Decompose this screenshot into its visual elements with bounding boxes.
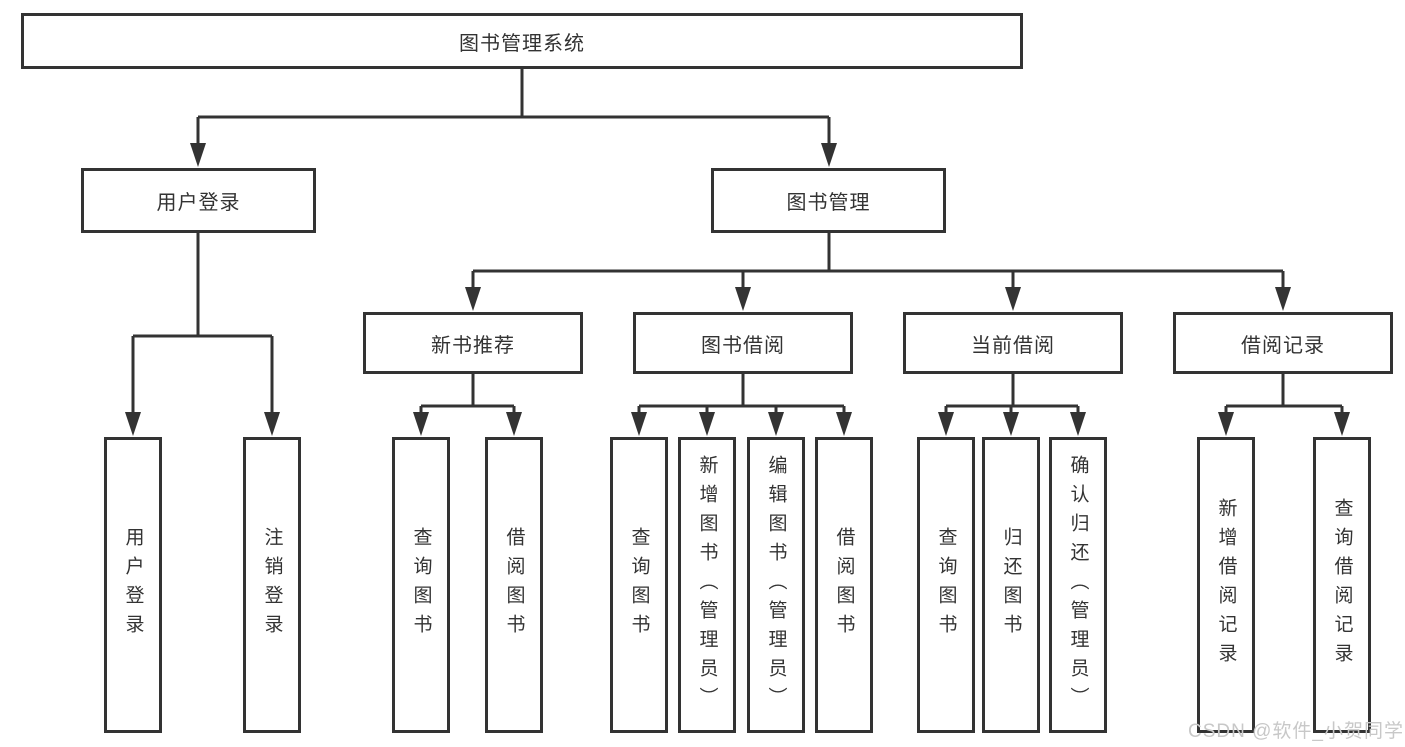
leaf-recommend-borrow-books: 借阅图书 bbox=[485, 437, 543, 733]
leaf-current-query-books: 查询图书 bbox=[917, 437, 975, 733]
node-user-login: 用户登录 bbox=[81, 168, 316, 233]
leaf-return-books: 归还图书 bbox=[982, 437, 1040, 733]
leaf-label: 注销登录 bbox=[261, 527, 283, 643]
leaf-edit-books-admin: 编辑图书（管理员） bbox=[747, 437, 805, 733]
leaf-label: 用户登录 bbox=[122, 527, 144, 643]
leaf-label: 归还图书 bbox=[1000, 527, 1022, 643]
leaf-label: 查询借阅记录 bbox=[1331, 498, 1353, 672]
leaf-confirm-return-admin: 确认归还（管理员） bbox=[1049, 437, 1107, 733]
leaf-label: 查询图书 bbox=[935, 527, 957, 643]
leaf-label: 查询图书 bbox=[628, 527, 650, 643]
leaf-label: 新增借阅记录 bbox=[1215, 498, 1237, 672]
leaf-borrowing-borrow-books: 借阅图书 bbox=[815, 437, 873, 733]
leaf-query-borrow-record: 查询借阅记录 bbox=[1313, 437, 1371, 733]
leaf-borrowing-query-books: 查询图书 bbox=[610, 437, 668, 733]
node-current-borrowing: 当前借阅 bbox=[903, 312, 1123, 374]
node-book-borrowing: 图书借阅 bbox=[633, 312, 853, 374]
leaf-add-books-admin: 新增图书（管理员） bbox=[678, 437, 736, 733]
leaf-logout: 注销登录 bbox=[243, 437, 301, 733]
leaf-label: 新增图书（管理员） bbox=[696, 454, 718, 716]
node-borrow-records: 借阅记录 bbox=[1173, 312, 1393, 374]
csdn-watermark: CSDN @软件_小贺同学 bbox=[1188, 721, 1404, 742]
leaf-label: 借阅图书 bbox=[503, 527, 525, 643]
leaf-label: 编辑图书（管理员） bbox=[765, 454, 787, 716]
leaf-user-login: 用户登录 bbox=[104, 437, 162, 733]
node-new-book-recommend: 新书推荐 bbox=[363, 312, 583, 374]
connector-path bbox=[131, 69, 1344, 414]
leaf-recommend-query-books: 查询图书 bbox=[392, 437, 450, 733]
arrowheads bbox=[125, 143, 1350, 436]
leaf-label: 确认归还（管理员） bbox=[1067, 454, 1089, 716]
node-library-system: 图书管理系统 bbox=[21, 13, 1023, 69]
leaf-label: 借阅图书 bbox=[833, 527, 855, 643]
node-book-management: 图书管理 bbox=[711, 168, 946, 233]
leaf-label: 查询图书 bbox=[410, 527, 432, 643]
leaf-add-borrow-record: 新增借阅记录 bbox=[1197, 437, 1255, 733]
